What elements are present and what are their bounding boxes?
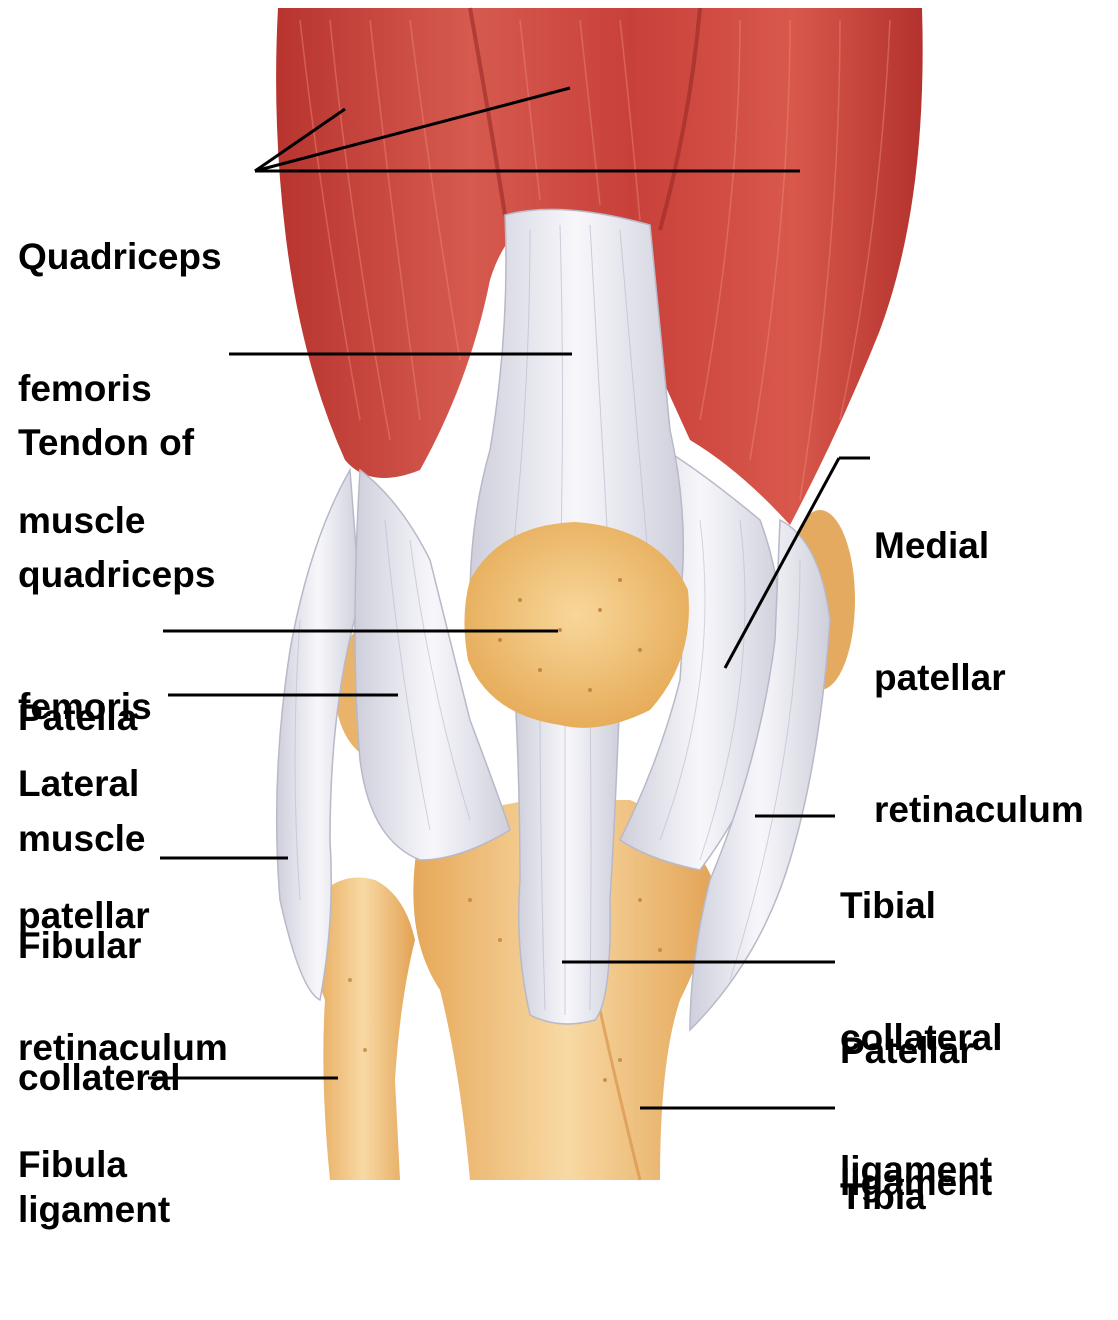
knee-anatomy-illustration [0,0,1118,1190]
patella-bone [464,522,688,728]
patellar-ligament-shape [515,690,620,1024]
label-fibular-line-3: ligament [18,1188,180,1232]
